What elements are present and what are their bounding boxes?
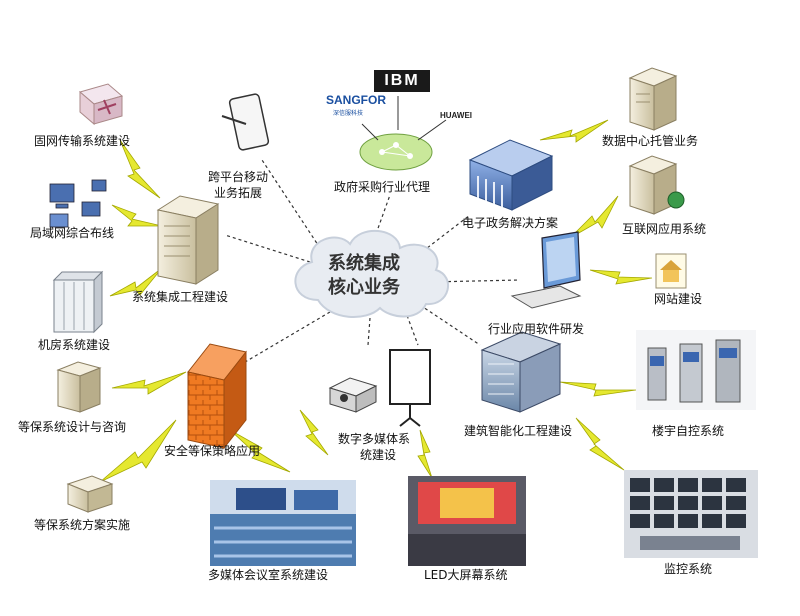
monitoring-wall-photo [624,470,758,558]
projector-icon [328,377,378,413]
label-machine-room: 机房系统建设 [38,338,111,352]
rack-icon [52,270,104,334]
server-tower-icon [156,195,220,285]
lightning-bolts [99,119,653,483]
label-protect-impl: 等保系统方案实施 [34,518,131,532]
label-website: 网站建设 [654,292,703,306]
label-monitoring: 监控系统 [664,562,713,576]
center-label: 系统集成 核心业务 [300,252,428,300]
label-building-control: 楼宇自控系统 [652,424,725,438]
label-cross-platform-2: 业务拓展 [214,186,263,200]
bolt-icon [539,119,609,143]
datacenter-server-icon [628,67,678,131]
label-fixed-network: 固网传输系统建设 [34,134,131,148]
protect-device-icon [66,475,114,513]
central-cloud [294,229,449,319]
bolt-icon [299,409,329,456]
ibm-logo: IBM [374,70,430,92]
label-system-integration: 系统集成工程建设 [132,290,229,304]
projection-screen-icon [389,349,431,427]
center-line-2: 核心业务 [328,277,400,298]
label-smart-building: 建筑智能化工程建设 [464,424,573,438]
egov-building-icon [468,139,554,211]
sangfor-subtitle: 深信服科技 [333,111,364,117]
conference-room-photo [210,480,356,566]
router-icon [78,83,124,126]
internet-server-icon [628,155,685,215]
tablet-icon [221,93,270,151]
label-conference: 多媒体会议室系统建设 [208,568,329,582]
desktop-computer-icon [510,231,582,309]
bolt-icon [575,417,625,471]
label-lan-cabling: 局域网综合布线 [30,226,115,240]
label-protect-design: 等保系统设计与咨询 [18,420,127,434]
bolt-icon [119,139,161,199]
label-cross-platform-1: 跨平台移动 [208,170,269,184]
bolt-icon [111,204,163,227]
label-data-center: 数据中心托管业务 [602,134,699,148]
label-multimedia-1: 数字多媒体系 [338,432,411,446]
bolt-icon [559,381,637,397]
label-multimedia-2: 统建设 [360,448,397,462]
procurement-network-icon [359,96,447,171]
label-led-screen: LED大屏幕系统 [424,568,508,582]
firewall-icon [187,343,247,450]
protect-server-icon [56,361,102,413]
huawei-logo: HUAWEI [440,111,472,120]
building-gate-photo [636,330,756,410]
bolt-icon [99,419,177,483]
website-house-icon [655,253,687,289]
sangfor-logo: SANGFOR [326,93,386,107]
led-screen-photo [408,476,526,566]
label-industry-software: 行业应用软件研发 [488,322,585,336]
label-egov: 电子政务解决方案 [462,216,559,230]
bolt-icon [111,371,187,395]
bolt-icon [569,195,619,239]
label-internet-app: 互联网应用系统 [622,222,707,236]
label-gov-procurement: 政府采购行业代理 [334,180,431,194]
smart-building-icon [480,331,562,413]
label-security-policy: 安全等保策略应用 [164,444,261,458]
center-line-1: 系统集成 [328,253,400,274]
bolt-icon [589,269,653,285]
lan-computers-icon [49,179,107,228]
bolt-icon [229,429,291,473]
bolt-icon [417,429,433,479]
